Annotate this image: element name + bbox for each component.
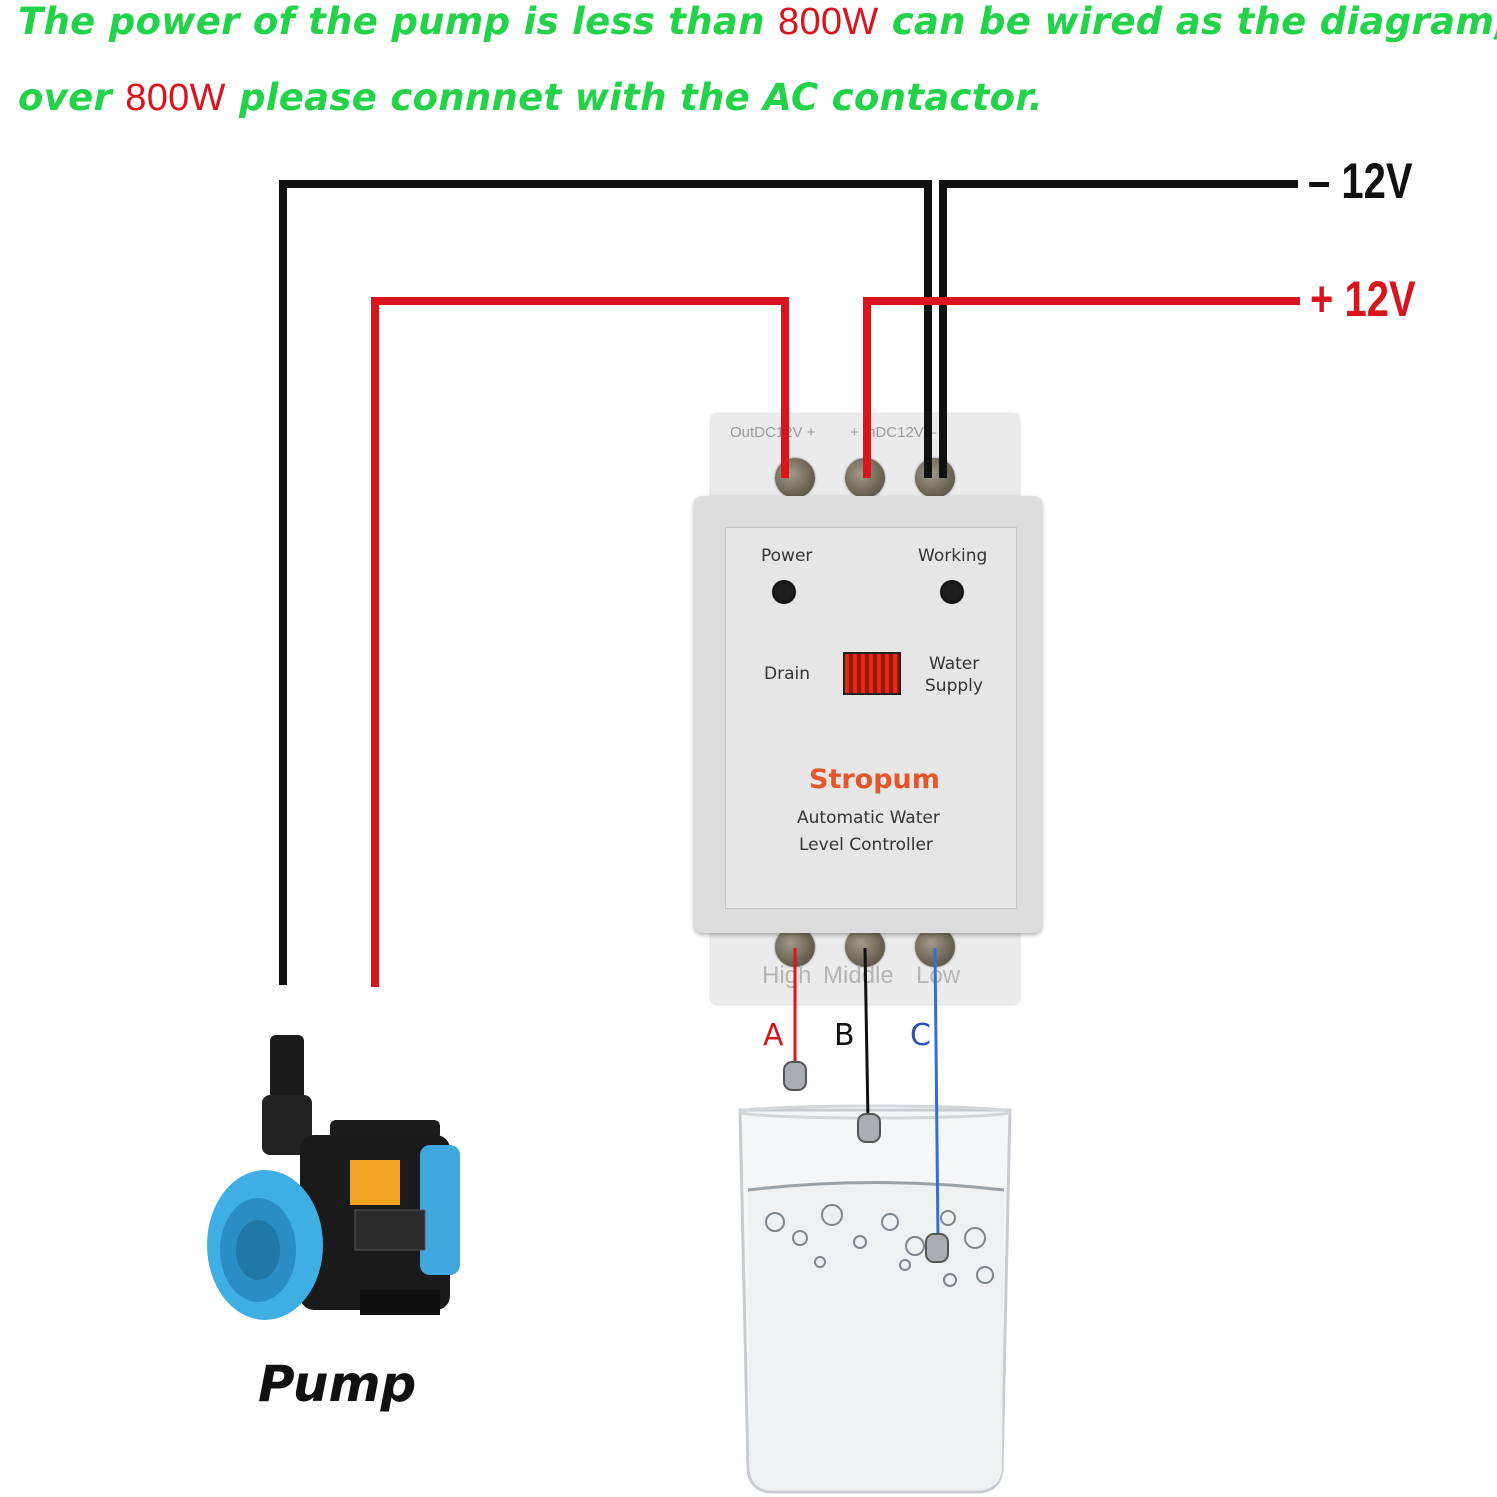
positive-supply-label: + 12V — [1310, 271, 1416, 327]
headline-line-1: The power of the pump is less than 800W … — [18, 0, 1497, 44]
probe-b-label: B — [834, 1018, 855, 1053]
water-glass — [738, 1104, 1012, 1494]
headline-text: The power of the pump is less than — [18, 0, 765, 43]
water-supply-label-2: Supply — [925, 676, 983, 696]
power-threshold: 800W — [125, 77, 226, 119]
supply-negative-wire — [939, 180, 1298, 478]
pump-label: Pump — [258, 1355, 417, 1413]
probe-b-electrode — [857, 1113, 881, 1143]
supply-positive-wire — [863, 297, 1300, 478]
probe-a-label: A — [763, 1018, 784, 1053]
probe-c-wire — [933, 947, 940, 1241]
power-led — [772, 580, 796, 604]
probe-low-label: Low — [916, 962, 961, 989]
pump-illustration — [207, 1035, 460, 1320]
power-led-label: Power — [761, 546, 813, 566]
mode-switch[interactable] — [843, 652, 901, 695]
pump-positive-wire — [371, 297, 789, 987]
product-name-line-1: Automatic Water — [797, 808, 940, 828]
working-led — [940, 580, 964, 604]
terminal-out-label: OutDC12V + — [730, 424, 816, 441]
headline-text: can be wired as the diagram, — [891, 0, 1497, 43]
headline-text: over — [18, 76, 113, 119]
terminal-in-label: + InDC12V – — [850, 424, 937, 441]
terminal-in-negative — [915, 458, 955, 498]
product-name-line-2: Level Controller — [799, 835, 933, 855]
probe-high-label: High — [762, 962, 812, 989]
probe-c-label: C — [910, 1018, 931, 1053]
probe-a-electrode — [783, 1061, 807, 1091]
headline-line-2: over 800W please connnet with the AC con… — [18, 76, 1043, 120]
probe-c-electrode — [925, 1233, 949, 1263]
headline-text: please connnet with the AC contactor. — [238, 76, 1044, 119]
probe-b-wire — [863, 947, 870, 1121]
brand-name: Stropum — [809, 764, 940, 795]
power-threshold: 800W — [778, 1, 879, 43]
water-supply-label-1: Water — [929, 654, 980, 674]
probe-middle-label: Middle — [823, 962, 894, 989]
working-led-label: Working — [918, 546, 988, 566]
negative-supply-label: – 12V — [1308, 153, 1413, 209]
drain-mode-label: Drain — [764, 664, 810, 684]
pump-negative-wire — [279, 180, 932, 985]
